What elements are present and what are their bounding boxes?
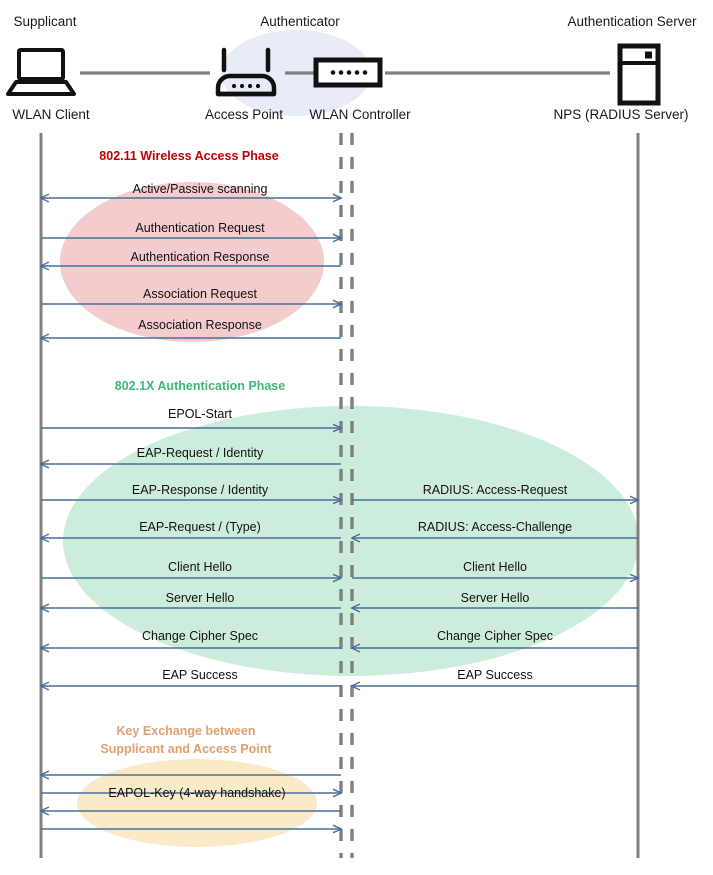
actor-name-supplicant: WLAN Client bbox=[12, 107, 90, 122]
message-label-radius-access-challenge: RADIUS: Access-Challenge bbox=[417, 520, 573, 534]
message-label-eapol-start: EPOL-Start bbox=[168, 407, 232, 421]
message-label-change-cipher-spec-right: Change Cipher Spec bbox=[436, 629, 554, 643]
message-label-active-passive-scanning: Active/Passive scanning bbox=[132, 182, 268, 196]
message-label-eap-success-left: EAP Success bbox=[162, 668, 238, 682]
laptop-icon bbox=[6, 48, 76, 96]
server-tower-icon bbox=[617, 43, 661, 106]
wireless-router-icon bbox=[215, 47, 277, 97]
message-label-server-hello-right: Server Hello bbox=[460, 591, 530, 605]
message-label-eap-request-type: EAP-Request / (Type) bbox=[139, 520, 261, 534]
actor-name-auth-server: NPS (RADIUS Server) bbox=[553, 107, 689, 122]
message-label-eapol-key: EAPOL-Key (4-way handshake) bbox=[108, 786, 286, 800]
message-label-client-hello-left: Client Hello bbox=[168, 560, 232, 574]
message-label-association-response: Association Response bbox=[138, 318, 262, 332]
controller-box-icon bbox=[313, 57, 383, 88]
lifeline-group bbox=[39, 133, 640, 858]
message-label-client-hello-right: Client Hello bbox=[463, 560, 527, 574]
message-label-eap-request-identity: EAP-Request / Identity bbox=[136, 446, 264, 460]
actor-role-supplicant: Supplicant bbox=[13, 14, 77, 29]
message-label-association-request: Association Request bbox=[143, 287, 257, 301]
phase-label-wireless-access: 802.11 Wireless Access Phase bbox=[99, 149, 279, 163]
message-label-authentication-request: Authentication Request bbox=[135, 221, 265, 235]
message-arrow-group bbox=[41, 198, 638, 829]
message-label-radius-access-request: RADIUS: Access-Request bbox=[422, 483, 568, 497]
actor-name-access-point: Access Point bbox=[204, 107, 284, 122]
message-label-eap-success-right: EAP Success bbox=[457, 668, 533, 682]
phase-ellipse-wireless-access bbox=[60, 182, 324, 342]
phase-ellipse-key-exchange bbox=[77, 759, 317, 847]
message-label-server-hello-left: Server Hello bbox=[165, 591, 235, 605]
actor-icon-group bbox=[6, 43, 661, 106]
message-label-eap-response-identity: EAP-Response / Identity bbox=[131, 483, 269, 497]
message-label-change-cipher-spec-left: Change Cipher Spec bbox=[141, 629, 259, 643]
actor-role-access-point: Authenticator bbox=[260, 14, 340, 29]
message-label-authentication-response: Authentication Response bbox=[130, 250, 270, 264]
phase-label-dot1x-auth: 802.1X Authentication Phase bbox=[114, 379, 286, 393]
actor-name-wlan-controller: WLAN Controller bbox=[309, 107, 411, 122]
actor-role-auth-server: Authentication Server bbox=[567, 14, 697, 29]
